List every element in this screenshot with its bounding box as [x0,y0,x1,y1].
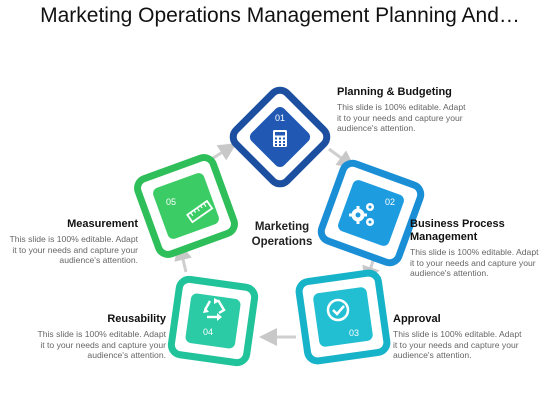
check-circle-icon [326,298,350,322]
body-01: This slide is 100% editable. Adapt it to… [337,102,497,134]
arrow-04-to-05 [174,242,192,273]
node-04: 04 [167,275,259,367]
node-04-number: 04 [203,327,213,337]
heading-01: Planning & Budgeting [337,86,452,98]
body-04-line: This slide is 100% editable. Adapt [37,329,166,339]
body-01-line: it to your needs and capture your [337,112,463,123]
body-02-line: audience's attention. [410,268,489,278]
body-04-line: it to your needs and capture your [40,339,166,350]
node-03: 03 [295,269,391,365]
text-block-04: Reusability This slide is 100% editable.… [10,313,166,361]
node-01: 01 [229,86,331,188]
recycle-icon [203,298,226,321]
text-block-02: Business Process Management This slide i… [410,218,558,279]
node-05: 05 [134,154,238,258]
body-03-line: it to your needs and capture your [393,339,519,350]
body-01-line: This slide is 100% editable. Adapt [337,102,466,112]
cycle-arrows [174,143,380,346]
heading-05: Measurement [67,218,138,230]
arrow-01-to-02 [328,147,356,169]
text-block-01: Planning & Budgeting This slide is 100% … [337,86,497,134]
body-04-line: audience's attention. [87,350,166,360]
heading-04: Reusability [107,313,166,325]
heading-03: Approval [393,313,441,325]
body-05-line: audience's attention. [59,255,138,265]
body-03-line: This slide is 100% editable. Adapt [393,329,522,339]
body-05-line: This slide is 100% editable. Adapt [9,234,138,244]
center-label-line2: Operations [251,236,313,248]
heading-02-line: Management [410,231,478,243]
text-block-05: Measurement This slide is 100% editable.… [0,218,138,266]
body-05: This slide is 100% editable. Adapt it to… [0,234,138,266]
heading-02: Business Process Management [410,218,558,244]
body-02-line: This slide is 100% editable. Adapt [410,247,539,257]
text-block-03: Approval This slide is 100% editable. Ad… [393,313,553,361]
body-02-line: it to your needs and capture your [410,257,536,268]
body-03-line: audience's attention. [393,350,472,360]
node-02-number: 02 [385,197,395,207]
node-05-number: 05 [166,197,176,207]
node-01-number: 01 [275,113,285,123]
heading-02-line: Business Process [410,218,505,230]
center-label: Marketing Operations [232,220,332,250]
node-02: 02 [317,159,425,267]
body-05-line: it to your needs and capture your [12,244,138,255]
body-01-line: audience's attention. [337,123,416,133]
page-title: Marketing Operations Management Planning… [40,4,520,27]
body-04: This slide is 100% editable. Adapt it to… [10,329,166,361]
center-label-line1: Marketing [254,221,310,233]
calculator-icon [273,130,287,147]
ruler-icon [186,199,214,224]
node-03-number: 03 [349,328,359,338]
body-02: This slide is 100% editable. Adapt it to… [410,247,558,279]
body-03: This slide is 100% editable. Adapt it to… [393,329,553,361]
gears-icon [349,203,374,226]
